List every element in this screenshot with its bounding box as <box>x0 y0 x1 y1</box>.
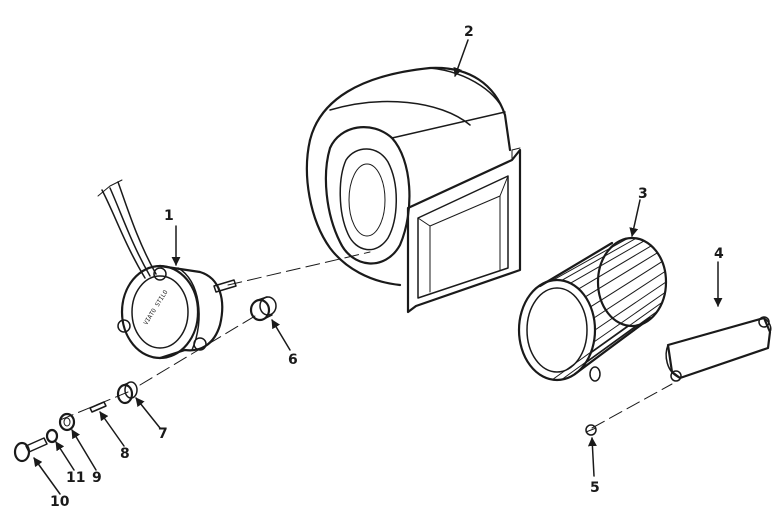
spacer <box>89 401 107 413</box>
leader-3 <box>629 199 641 237</box>
leader-7 <box>135 397 161 429</box>
wheel-blade <box>561 237 637 281</box>
leader-8 <box>99 411 125 447</box>
callout-11: 11 <box>66 470 85 486</box>
wheel-blade <box>584 252 658 298</box>
leader-11 <box>55 441 75 471</box>
callout-2: 2 <box>464 24 474 40</box>
callout-5: 5 <box>590 480 600 496</box>
blower-housing <box>305 66 522 314</box>
callout-8: 8 <box>120 446 130 462</box>
wheel-blade <box>593 292 666 343</box>
callout-3: 3 <box>638 186 648 202</box>
washer <box>58 412 76 432</box>
callout-leaders <box>33 39 723 495</box>
lock-washer <box>45 428 59 444</box>
wheel-blade <box>584 310 658 364</box>
screw <box>585 424 597 436</box>
leader-10 <box>33 457 61 495</box>
callout-labels: 1 2 3 4 5 6 7 8 9 10 11 <box>50 24 724 510</box>
callout-9: 9 <box>92 470 102 486</box>
callout-10: 10 <box>50 494 70 510</box>
leader-5 <box>587 437 597 477</box>
leader-2 <box>453 39 469 77</box>
wheel-blade <box>551 325 629 381</box>
wheel-blade <box>561 325 637 381</box>
wheel-blade <box>594 281 667 331</box>
cutoff-plate <box>665 316 772 382</box>
assembly-axis-lines <box>59 251 673 429</box>
leader-9 <box>71 429 97 471</box>
bushing <box>249 296 277 322</box>
motor-stamp-text: VIATO STILO <box>142 289 169 327</box>
motor: VIATO STILO <box>97 179 237 360</box>
wheel-blade <box>593 271 666 319</box>
wheel-blade <box>590 301 663 354</box>
wheel-blade <box>570 240 645 284</box>
blower-wheel <box>517 236 668 382</box>
leader-6 <box>271 319 291 351</box>
callout-7: 7 <box>158 426 168 442</box>
wheel-blade <box>578 245 652 290</box>
callout-4: 4 <box>714 246 724 262</box>
wheel-blade <box>590 261 663 308</box>
bolt <box>13 437 48 463</box>
callout-1: 1 <box>164 208 174 224</box>
wheel-blade <box>551 237 629 281</box>
grommet <box>116 381 138 405</box>
callout-6: 6 <box>288 352 298 368</box>
wheel-blade <box>570 322 645 378</box>
